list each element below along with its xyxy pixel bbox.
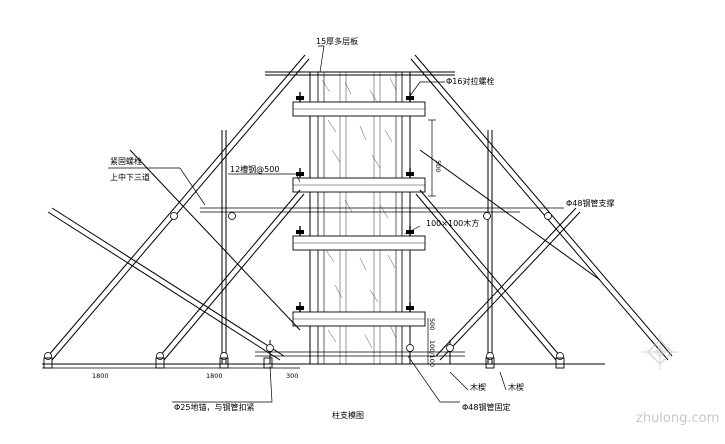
dim-vertical-label-2: 500 (428, 318, 436, 330)
watermark-text: zhulong.com (636, 411, 719, 426)
timber-label: 100×100木方 (426, 218, 479, 228)
left-braces (47, 54, 310, 361)
clamp-bolt-note-label: 上中下三道 (110, 172, 150, 182)
right-braces (410, 54, 673, 361)
tie-bolt-nuts (296, 96, 414, 310)
wood-wedge-label-2: 木楔 (508, 382, 524, 392)
clamp-bolt-label: 紧固螺栓 (110, 156, 142, 166)
dim-vertical-label-3: 100/100 (428, 340, 436, 367)
ground-anchor-label: Φ25地锚，与钢管扣紧 (174, 402, 254, 412)
dim-mid-label: 1800 (206, 372, 223, 380)
steel-tube-fixed-label: Φ48钢管固定 (462, 402, 510, 412)
channel-steel-label: 12槽钢@500 (230, 164, 279, 174)
ground-anchors (43, 357, 565, 369)
vertical-posts (221, 130, 493, 364)
leader-lines (108, 45, 564, 403)
dim-vertical-label: 500 (434, 160, 442, 172)
channel-walers (292, 101, 426, 327)
tie-bolt-label: Φ16对拉螺栓 (446, 76, 494, 86)
steel-tube-support-label: Φ48钢管支撑 (566, 198, 614, 208)
dim-right-label: 300 (286, 372, 298, 380)
dim-left-label: 1800 (92, 372, 109, 380)
tube-clamps (44, 212, 564, 360)
drawing-title: 柱支模图 (332, 410, 364, 420)
formwork-board-label: 15厚多层板 (316, 36, 358, 46)
wood-wedge-label-1: 木楔 (470, 382, 486, 392)
watermark-logo (642, 334, 678, 370)
